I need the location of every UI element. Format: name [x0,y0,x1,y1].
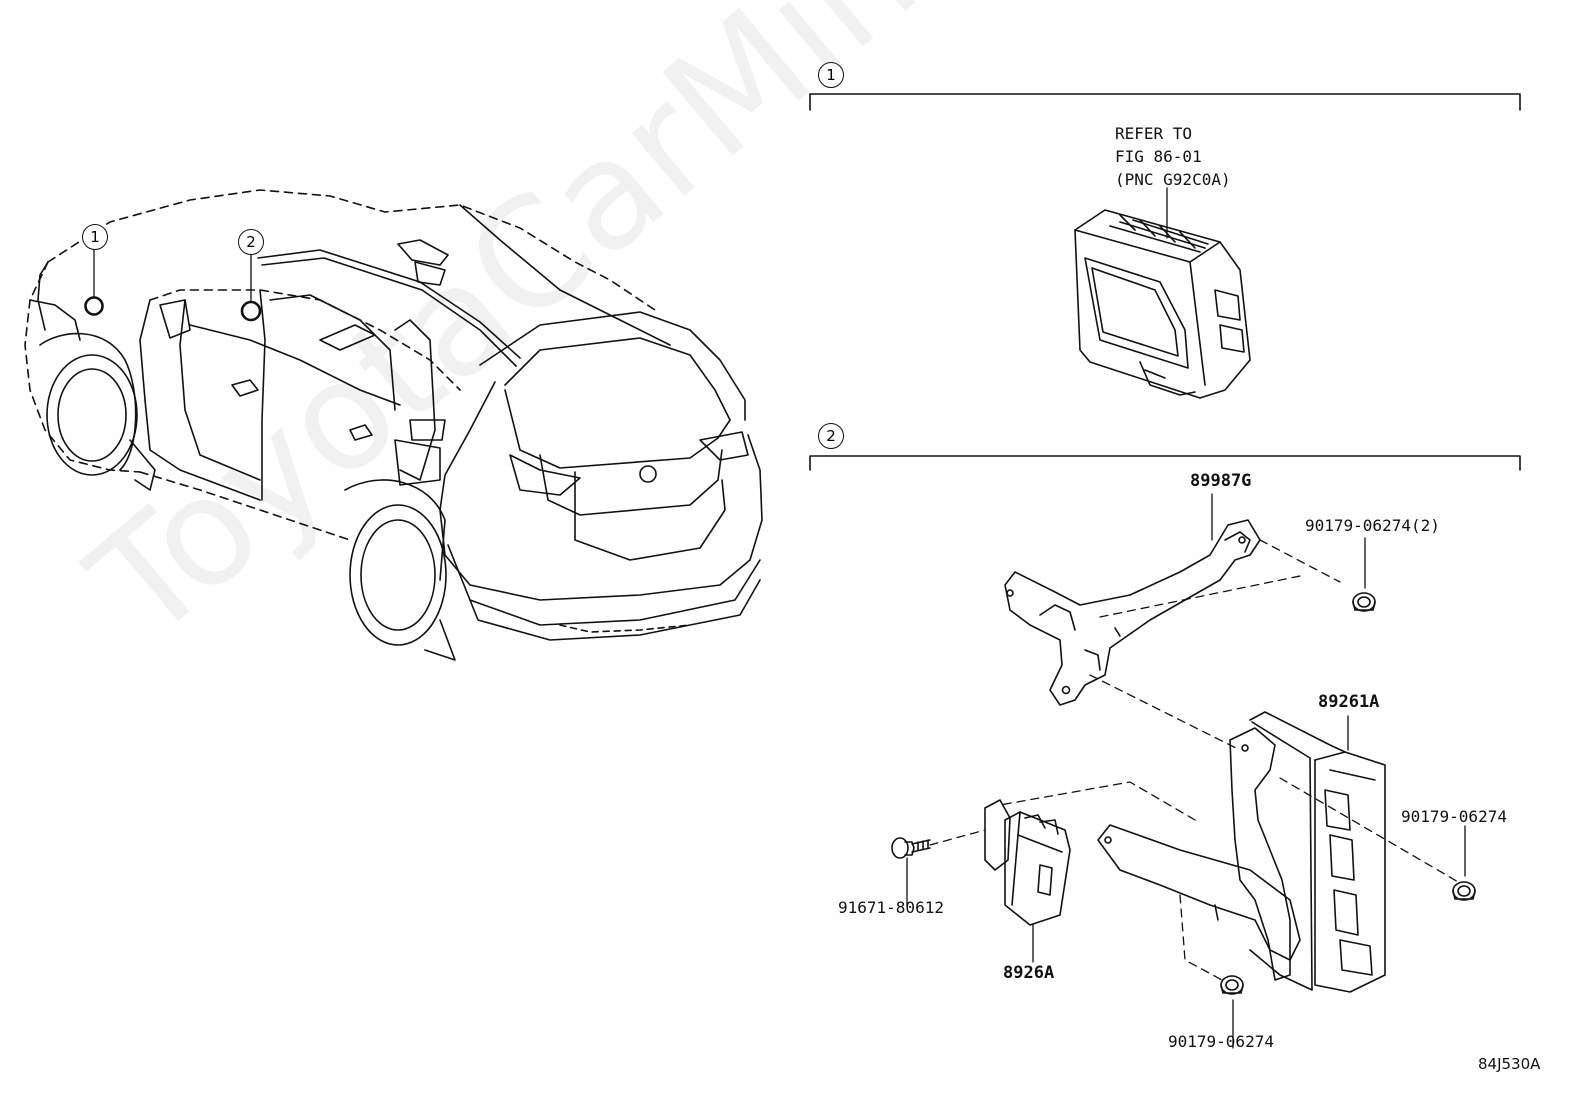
bolt-drawing [891,837,931,859]
nut-top-drawing [1352,592,1376,612]
part-label-nut-top: 90179-06274(2) [1305,516,1440,535]
part-label-89987G: 89987G [1190,471,1252,491]
part-label-8926A: 8926A [1003,963,1055,983]
reference-note-line-2: FIG 86-01 [1115,147,1202,166]
part-label-89261A: 89261A [1318,692,1380,712]
module-8926A-drawing [984,799,1071,926]
vehicle-illustration [24,189,763,661]
location-marker-2 [240,300,262,322]
group-1-module-drawing [1074,209,1251,399]
nut-right-drawing [1452,881,1476,901]
reference-note-line-1: REFER TO [1115,124,1193,143]
callout-1-group: 1 [818,62,844,88]
reference-note-line-3: (PNC G92C0A) [1115,170,1231,189]
diagram-code: 84J530A [1478,1055,1541,1073]
callout-1-vehicle: 1 [82,224,108,250]
bracket-89987G-drawing [1004,519,1261,706]
location-marker-1 [84,296,104,316]
group-2-bracket-line [809,455,1521,471]
ecu-89261A-drawing [1097,711,1386,993]
part-label-nut-right: 90179-06274 [1401,807,1507,826]
nut-bottom-drawing [1220,975,1244,995]
part-label-bolt: 91671-80612 [838,898,944,917]
callout-2-vehicle: 2 [238,229,264,255]
group-1-bracket-line [809,93,1521,111]
part-label-nut-bottom: 90179-06274 [1168,1032,1274,1051]
callout-2-group: 2 [818,423,844,449]
